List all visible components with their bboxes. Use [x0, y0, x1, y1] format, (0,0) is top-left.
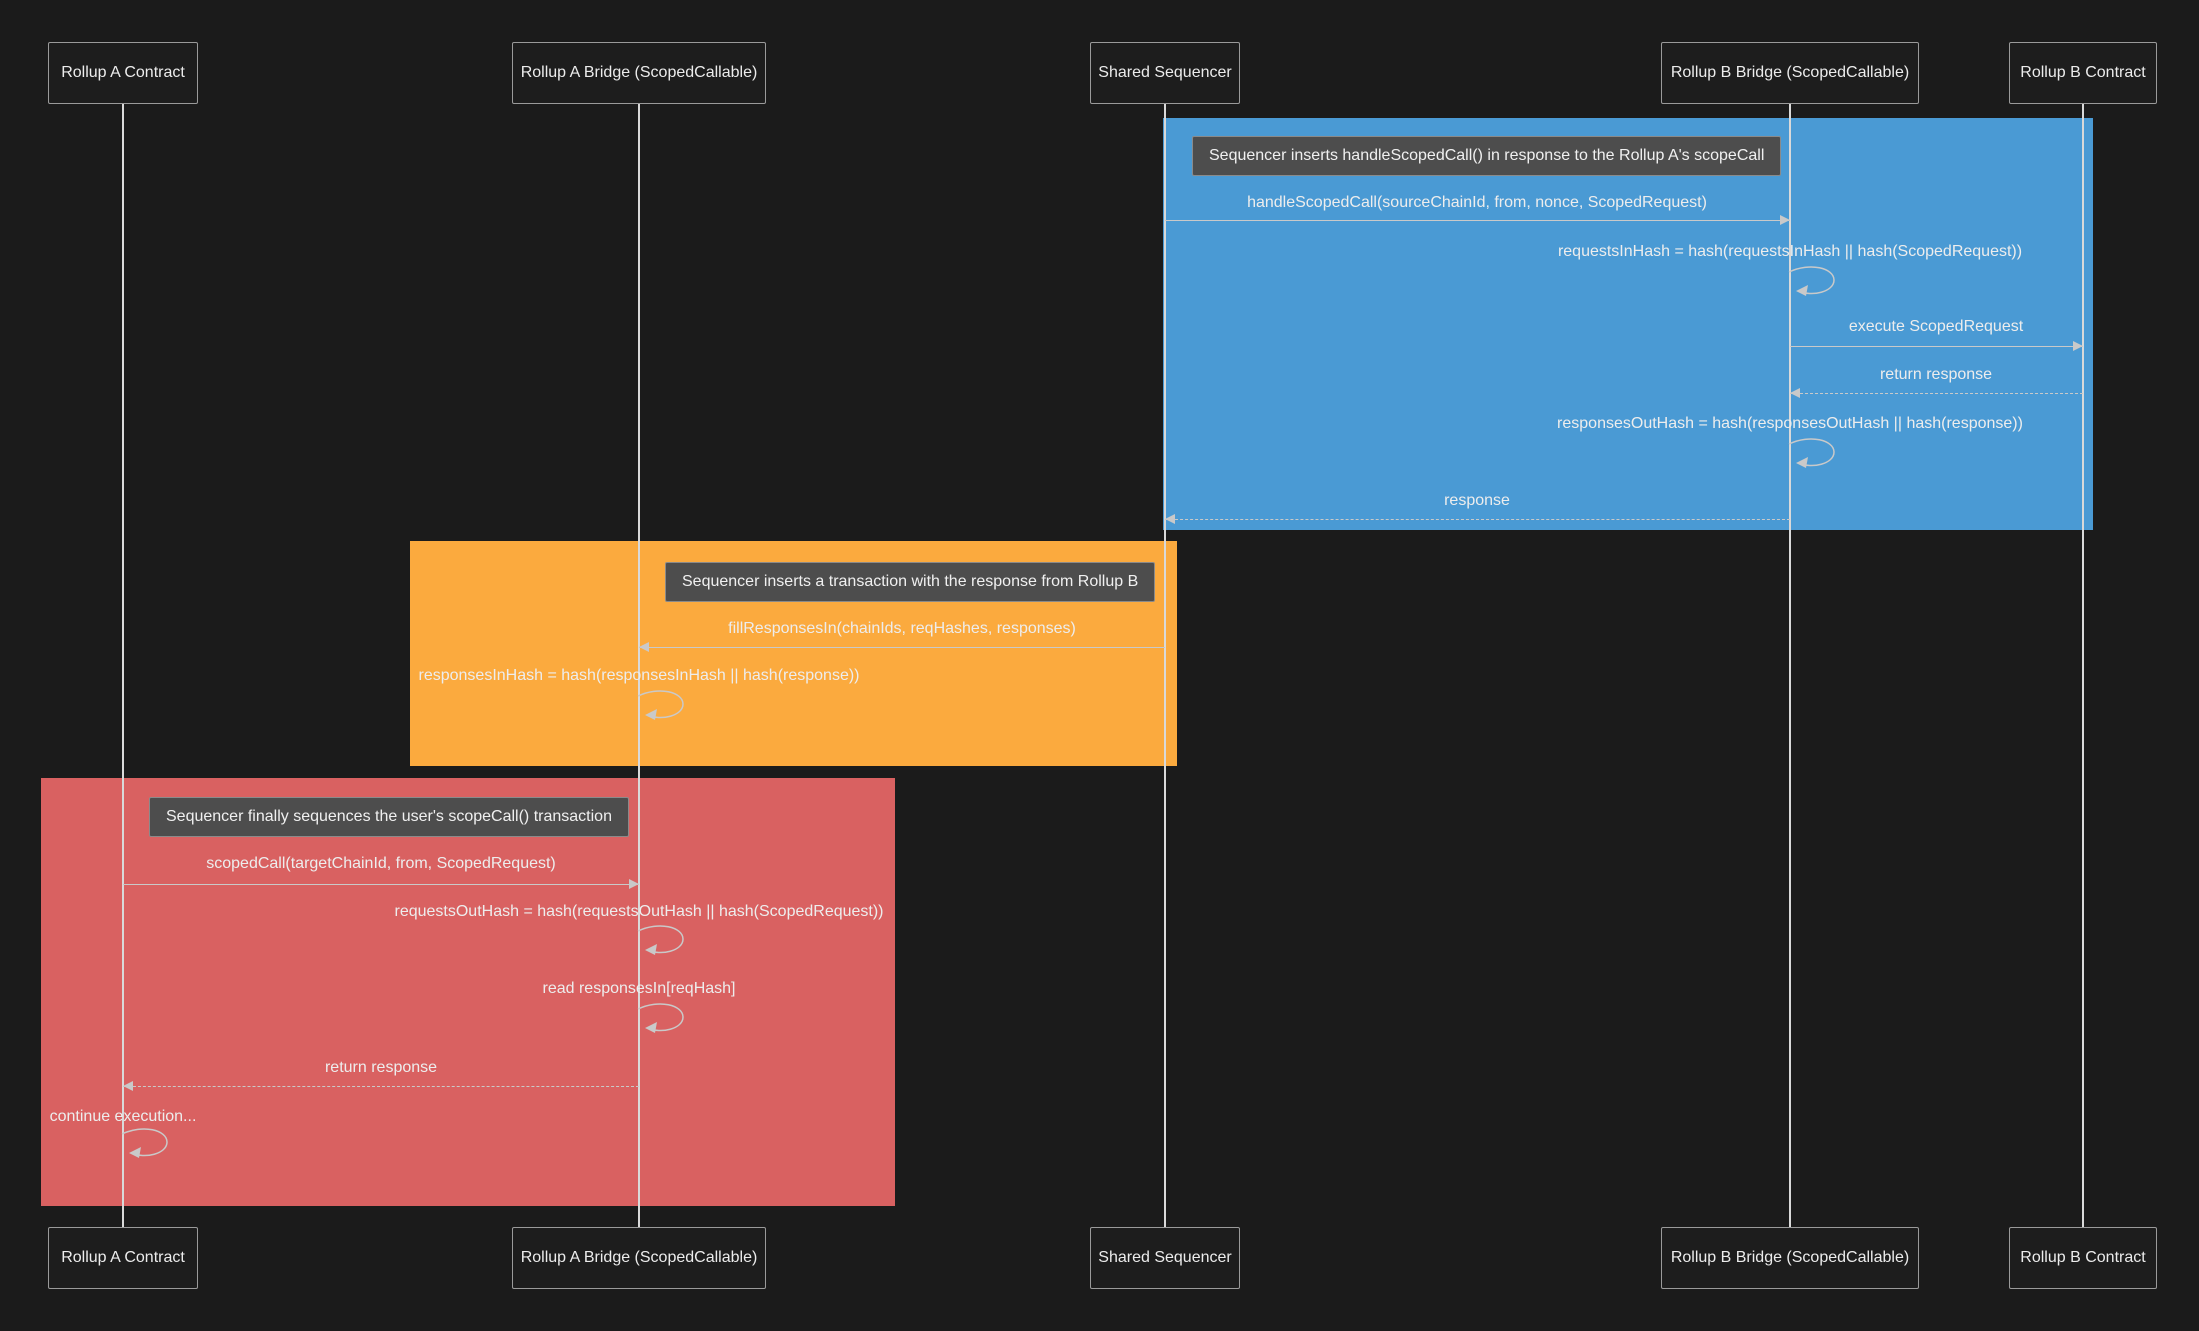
arrowhead-right-icon — [1780, 215, 1790, 225]
actor-bottom-rollup-b-contract: Rollup B Contract — [2009, 1227, 2157, 1289]
arrowhead-right-icon — [629, 879, 639, 889]
message-line-dashed — [1165, 519, 1790, 520]
message-line-dashed — [123, 1086, 639, 1087]
actor-top-rollup-b-bridge: Rollup B Bridge (ScopedCallable) — [1661, 42, 1919, 104]
self-loop-arrow-icon — [1788, 266, 1835, 296]
message-line — [1790, 346, 2083, 347]
self-loop-arrow-icon — [1788, 438, 1835, 468]
message-label: responsesInHash = hash(responsesInHash |… — [418, 667, 860, 684]
lifeline-rollup-a-contract — [122, 104, 124, 1227]
message-line — [639, 647, 1165, 648]
self-loop-arrow-icon — [637, 690, 684, 720]
actor-top-shared-sequencer: Shared Sequencer — [1090, 42, 1240, 104]
actor-top-rollup-a-bridge: Rollup A Bridge (ScopedCallable) — [512, 42, 766, 104]
message-label: requestsInHash = hash(requestsInHash || … — [1557, 243, 2023, 260]
actor-bottom-rollup-a-bridge: Rollup A Bridge (ScopedCallable) — [512, 1227, 766, 1289]
lifeline-rollup-a-bridge — [638, 104, 640, 1227]
arrowhead-right-icon — [2073, 341, 2083, 351]
actor-bottom-shared-sequencer: Shared Sequencer — [1090, 1227, 1240, 1289]
message-label: return response — [1879, 366, 1993, 383]
actor-top-rollup-a-contract: Rollup A Contract — [48, 42, 198, 104]
message-line — [1165, 220, 1790, 221]
lifeline-rollup-b-contract — [2082, 104, 2084, 1227]
actor-bottom-rollup-a-contract: Rollup A Contract — [48, 1227, 198, 1289]
actor-top-rollup-b-contract: Rollup B Contract — [2009, 42, 2157, 104]
actor-bottom-rollup-b-bridge: Rollup B Bridge (ScopedCallable) — [1661, 1227, 1919, 1289]
message-label: handleScopedCall(sourceChainId, from, no… — [1247, 194, 1707, 211]
message-label: scopedCall(targetChainId, from, ScopedRe… — [206, 855, 556, 872]
message-label: response — [1444, 492, 1510, 509]
self-loop-arrow-icon — [121, 1128, 168, 1158]
message-label: execute ScopedRequest — [1848, 318, 2024, 335]
message-line — [123, 884, 639, 885]
message-label: responsesOutHash = hash(responsesOutHash… — [1557, 415, 2023, 432]
message-label: fillResponsesIn(chainIds, reqHashes, res… — [728, 620, 1076, 637]
group-rect-user-scopecall — [41, 778, 895, 1206]
message-line-dashed — [1790, 393, 2083, 394]
lifeline-rollup-b-bridge — [1789, 104, 1791, 1227]
lifeline-shared-sequencer — [1164, 104, 1166, 1227]
note-sequencer-inserts-handlescopedcall: Sequencer inserts handleScopedCall() in … — [1192, 136, 1782, 176]
arrowhead-left-icon — [1790, 388, 1800, 398]
message-label: read responsesIn[reqHash] — [542, 980, 736, 997]
message-label: requestsOutHash = hash(requestsOutHash |… — [394, 903, 884, 920]
arrowhead-left-icon — [1165, 514, 1175, 524]
group-rect-rollup-b-handling — [1163, 118, 2093, 530]
message-label: continue execution... — [49, 1108, 197, 1125]
self-loop-arrow-icon — [637, 925, 684, 955]
self-loop-arrow-icon — [637, 1003, 684, 1033]
arrowhead-left-icon — [123, 1081, 133, 1091]
note-sequencer-inserts-response-tx: Sequencer inserts a transaction with the… — [665, 562, 1156, 602]
note-sequencer-sequences-scopecall: Sequencer finally sequences the user's s… — [149, 797, 629, 837]
message-label: return response — [324, 1059, 438, 1076]
arrowhead-left-icon — [639, 642, 649, 652]
